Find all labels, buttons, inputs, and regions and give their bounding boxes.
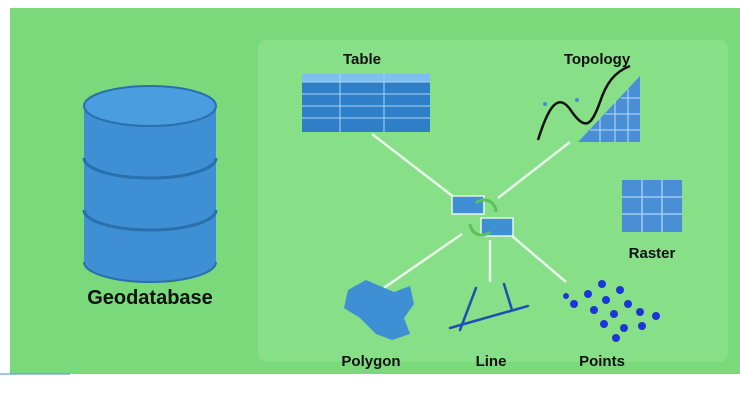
raster-label: Raster (629, 245, 676, 262)
topology-label: Topology (564, 51, 631, 68)
topology-curve-icon (536, 64, 640, 142)
database-cylinder-icon (82, 85, 218, 283)
points-label: Points (579, 353, 625, 370)
point-cloud-icon (563, 280, 660, 342)
table-label: Table (343, 51, 381, 68)
polygon-label: Polygon (341, 353, 400, 370)
raster-grid-icon (622, 180, 682, 232)
sync-exchange-icon (451, 195, 514, 237)
polygon-shape-icon (344, 280, 414, 340)
line-segments-icon (448, 282, 530, 332)
geodatabase-label: Geodatabase (87, 287, 213, 309)
line-label: Line (476, 353, 507, 370)
table-grid-icon (302, 74, 430, 132)
